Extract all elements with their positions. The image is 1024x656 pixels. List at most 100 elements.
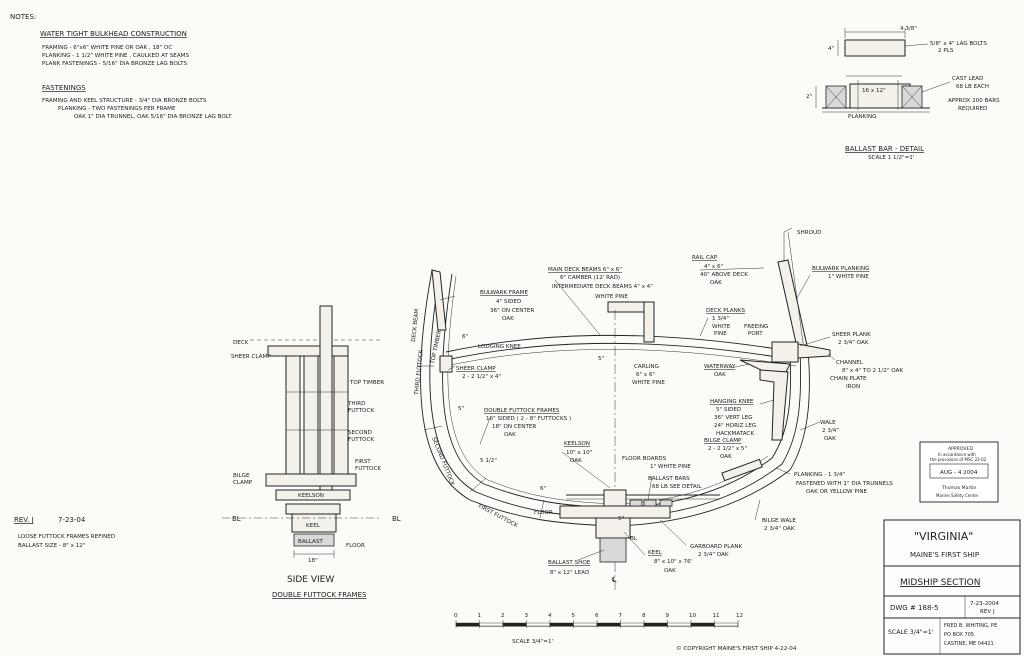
side-view-title: SIDE VIEW	[287, 575, 334, 585]
channel-label: 8" x 4" TO 2 1/2" OAK	[842, 368, 903, 374]
sheer-plank-label: 2 3/4" OAK	[838, 340, 869, 346]
side-view-subtitle: DOUBLE FUTTOCK FRAMES	[272, 591, 367, 599]
third-futtock-label: FUTTOCK	[348, 408, 374, 414]
sheer-clamp-label: SHEER CLAMP	[231, 354, 271, 360]
floor-timber	[559, 505, 671, 519]
revision-item: BALLAST SIZE - 8" x 12"	[18, 543, 86, 549]
dim-width: 4 3/8"	[900, 26, 917, 32]
sheer-plank-block	[771, 341, 799, 363]
approx-note: REQUIRED	[958, 106, 987, 112]
hanging-knee-label: HANGING KNEE	[710, 399, 754, 405]
sheer-plank-label: SHEER PLANK	[832, 332, 871, 338]
keel-block	[595, 517, 631, 539]
scale-bar-tick-label: 0	[454, 613, 458, 619]
garboard-plank-label: 2 3/4" OAK	[698, 552, 729, 558]
scale-bar-segment	[714, 622, 739, 627]
channel-label: CHANNEL	[836, 360, 864, 366]
scale-bar-segment	[526, 622, 551, 627]
bulwark-frame-label: 4" SIDED	[496, 299, 521, 305]
planking-label: FASTENED WITH 1" DIA TRUNNELS	[796, 481, 893, 487]
bilge-clamp	[721, 458, 763, 482]
ballast-label: BALLAST	[298, 539, 323, 545]
copyright-note: © COPYRIGHT MAINE'S FIRST SHIP 4-22-04	[676, 645, 797, 652]
scale-bar-segment	[596, 622, 621, 627]
bilge-clamp-label: OAK	[720, 454, 732, 460]
bulwark-frame-left	[431, 269, 447, 331]
scale-bar-tick-label: 9	[666, 613, 670, 619]
ballast-bar-top-view	[844, 39, 906, 57]
carling-label: WHITE PINE	[632, 380, 665, 386]
wale-label: OAK	[824, 436, 836, 442]
bilge-clamp-label: BILGE CLAMP	[704, 438, 742, 444]
scale-bar-tick-label: 2	[501, 613, 505, 619]
scale-bar-segment	[667, 622, 692, 627]
deck-beam-label: DECK BEAM	[411, 308, 420, 342]
wale-label: 2 3/4"	[822, 428, 839, 434]
keelson-label: OAK	[570, 458, 582, 464]
deck-planks-label: 1 3/4"	[712, 316, 729, 322]
bolt-note: 5/8" x 4" LAG BOLTS	[930, 41, 987, 47]
designer: FRED B. WHITING, PE	[944, 623, 997, 629]
fastenings-title: FASTENINGS	[42, 84, 86, 92]
bulkhead-line: PLANKING - 1 1/2" WHITE PINE , CAULKED A…	[42, 53, 189, 59]
dim-label: 6"	[462, 334, 469, 340]
deck-planks-label: DECK PLANKS	[706, 308, 745, 314]
double-futtock-label: 16" SIDED ( 2 - 8" FUTTOCKS )	[486, 416, 571, 422]
dim-label: 5"	[598, 356, 605, 362]
keel-block	[291, 513, 337, 533]
revision-date: 7-23-04	[58, 516, 86, 524]
title-block: "VIRGINIA" MAINE'S FIRST SHIP MIDSHIP SE…	[883, 519, 1021, 655]
keelson-block	[275, 489, 351, 501]
scale-bar-tick-label: 11	[713, 613, 721, 619]
scale-bar-tick-label: 3	[525, 613, 529, 619]
futtock-member	[303, 355, 319, 475]
planking-label: OAK OR YELLOW PINE	[806, 489, 868, 495]
scale-bar-segment	[643, 622, 668, 627]
scale-bar-tick-label: 1	[478, 613, 482, 619]
bl-left-label: BL	[232, 515, 241, 523]
side-view: DECK SHEER CLAMP TOP TIMBER THIRD FUTTOC…	[222, 305, 401, 599]
keelson-label: 10" x 10"	[566, 450, 593, 456]
drawing-title: MIDSHIP SECTION	[900, 578, 980, 588]
designer-box: PO BOX 705	[944, 632, 974, 638]
scale-bar-label: SCALE 3/4"=1'	[512, 639, 553, 645]
freeing-port-label: FREEING	[744, 324, 768, 330]
scale-bar-segment	[479, 622, 504, 627]
bulwark-frame-label: 36" ON CENTER	[490, 308, 534, 314]
rail-cap-label: RAIL CAP	[692, 255, 718, 261]
planking-label: PLANKING	[848, 114, 876, 120]
ballast-shoe-label: 8" x 12" LEAD	[550, 570, 589, 576]
hanging-knee	[759, 369, 789, 441]
intermediate-deck-beams-label: INTERMEDIATE DECK BEAMS 4" x 4"	[552, 284, 653, 290]
bilge-wale-label: BILGE WALE	[762, 518, 796, 524]
stamp-line: the provisions of MSC 22-02	[930, 457, 987, 462]
deck-beam	[445, 342, 797, 361]
dim-height: 4"	[828, 46, 835, 52]
bulwark-planking-label: 1" WHITE PINE	[828, 274, 869, 280]
hull-ceiling	[447, 275, 769, 505]
dim-left: 2"	[806, 94, 813, 100]
keelson-label: KEELSON	[298, 493, 324, 499]
top-timber-member	[319, 305, 333, 497]
scale-bar-segment	[502, 622, 527, 627]
sheer-clamp-block	[439, 355, 453, 373]
scale-bar-segment	[620, 622, 645, 627]
keel-label: KEEL	[306, 523, 321, 529]
bilge-clamp-label: BILGE	[233, 473, 250, 479]
bulwark-planking-label: BULWARK PLANKING	[812, 266, 869, 272]
bilge-clamp-label: CLAMP	[233, 480, 253, 486]
scale-bar-segment	[573, 622, 598, 627]
bulkhead-title: WATER TIGHT BULKHEAD CONSTRUCTION	[40, 30, 187, 38]
planking-label: PLANKING - 1 3/4"	[794, 472, 845, 478]
bl-label: BL	[630, 536, 638, 542]
intermediate-deck-beams-label: WHITE PINE	[595, 294, 628, 300]
carling-label: CARLING	[634, 364, 659, 370]
drawing-number: DWG # 188-5	[890, 604, 938, 612]
centerline-mark: ℄	[612, 576, 617, 584]
lead-note: 68 LB EACH	[956, 84, 989, 90]
ballast-bars-label: 68 LB SEE DETAIL	[652, 484, 702, 490]
approval-stamp: APPROVED In accordance with the provisio…	[919, 441, 999, 503]
